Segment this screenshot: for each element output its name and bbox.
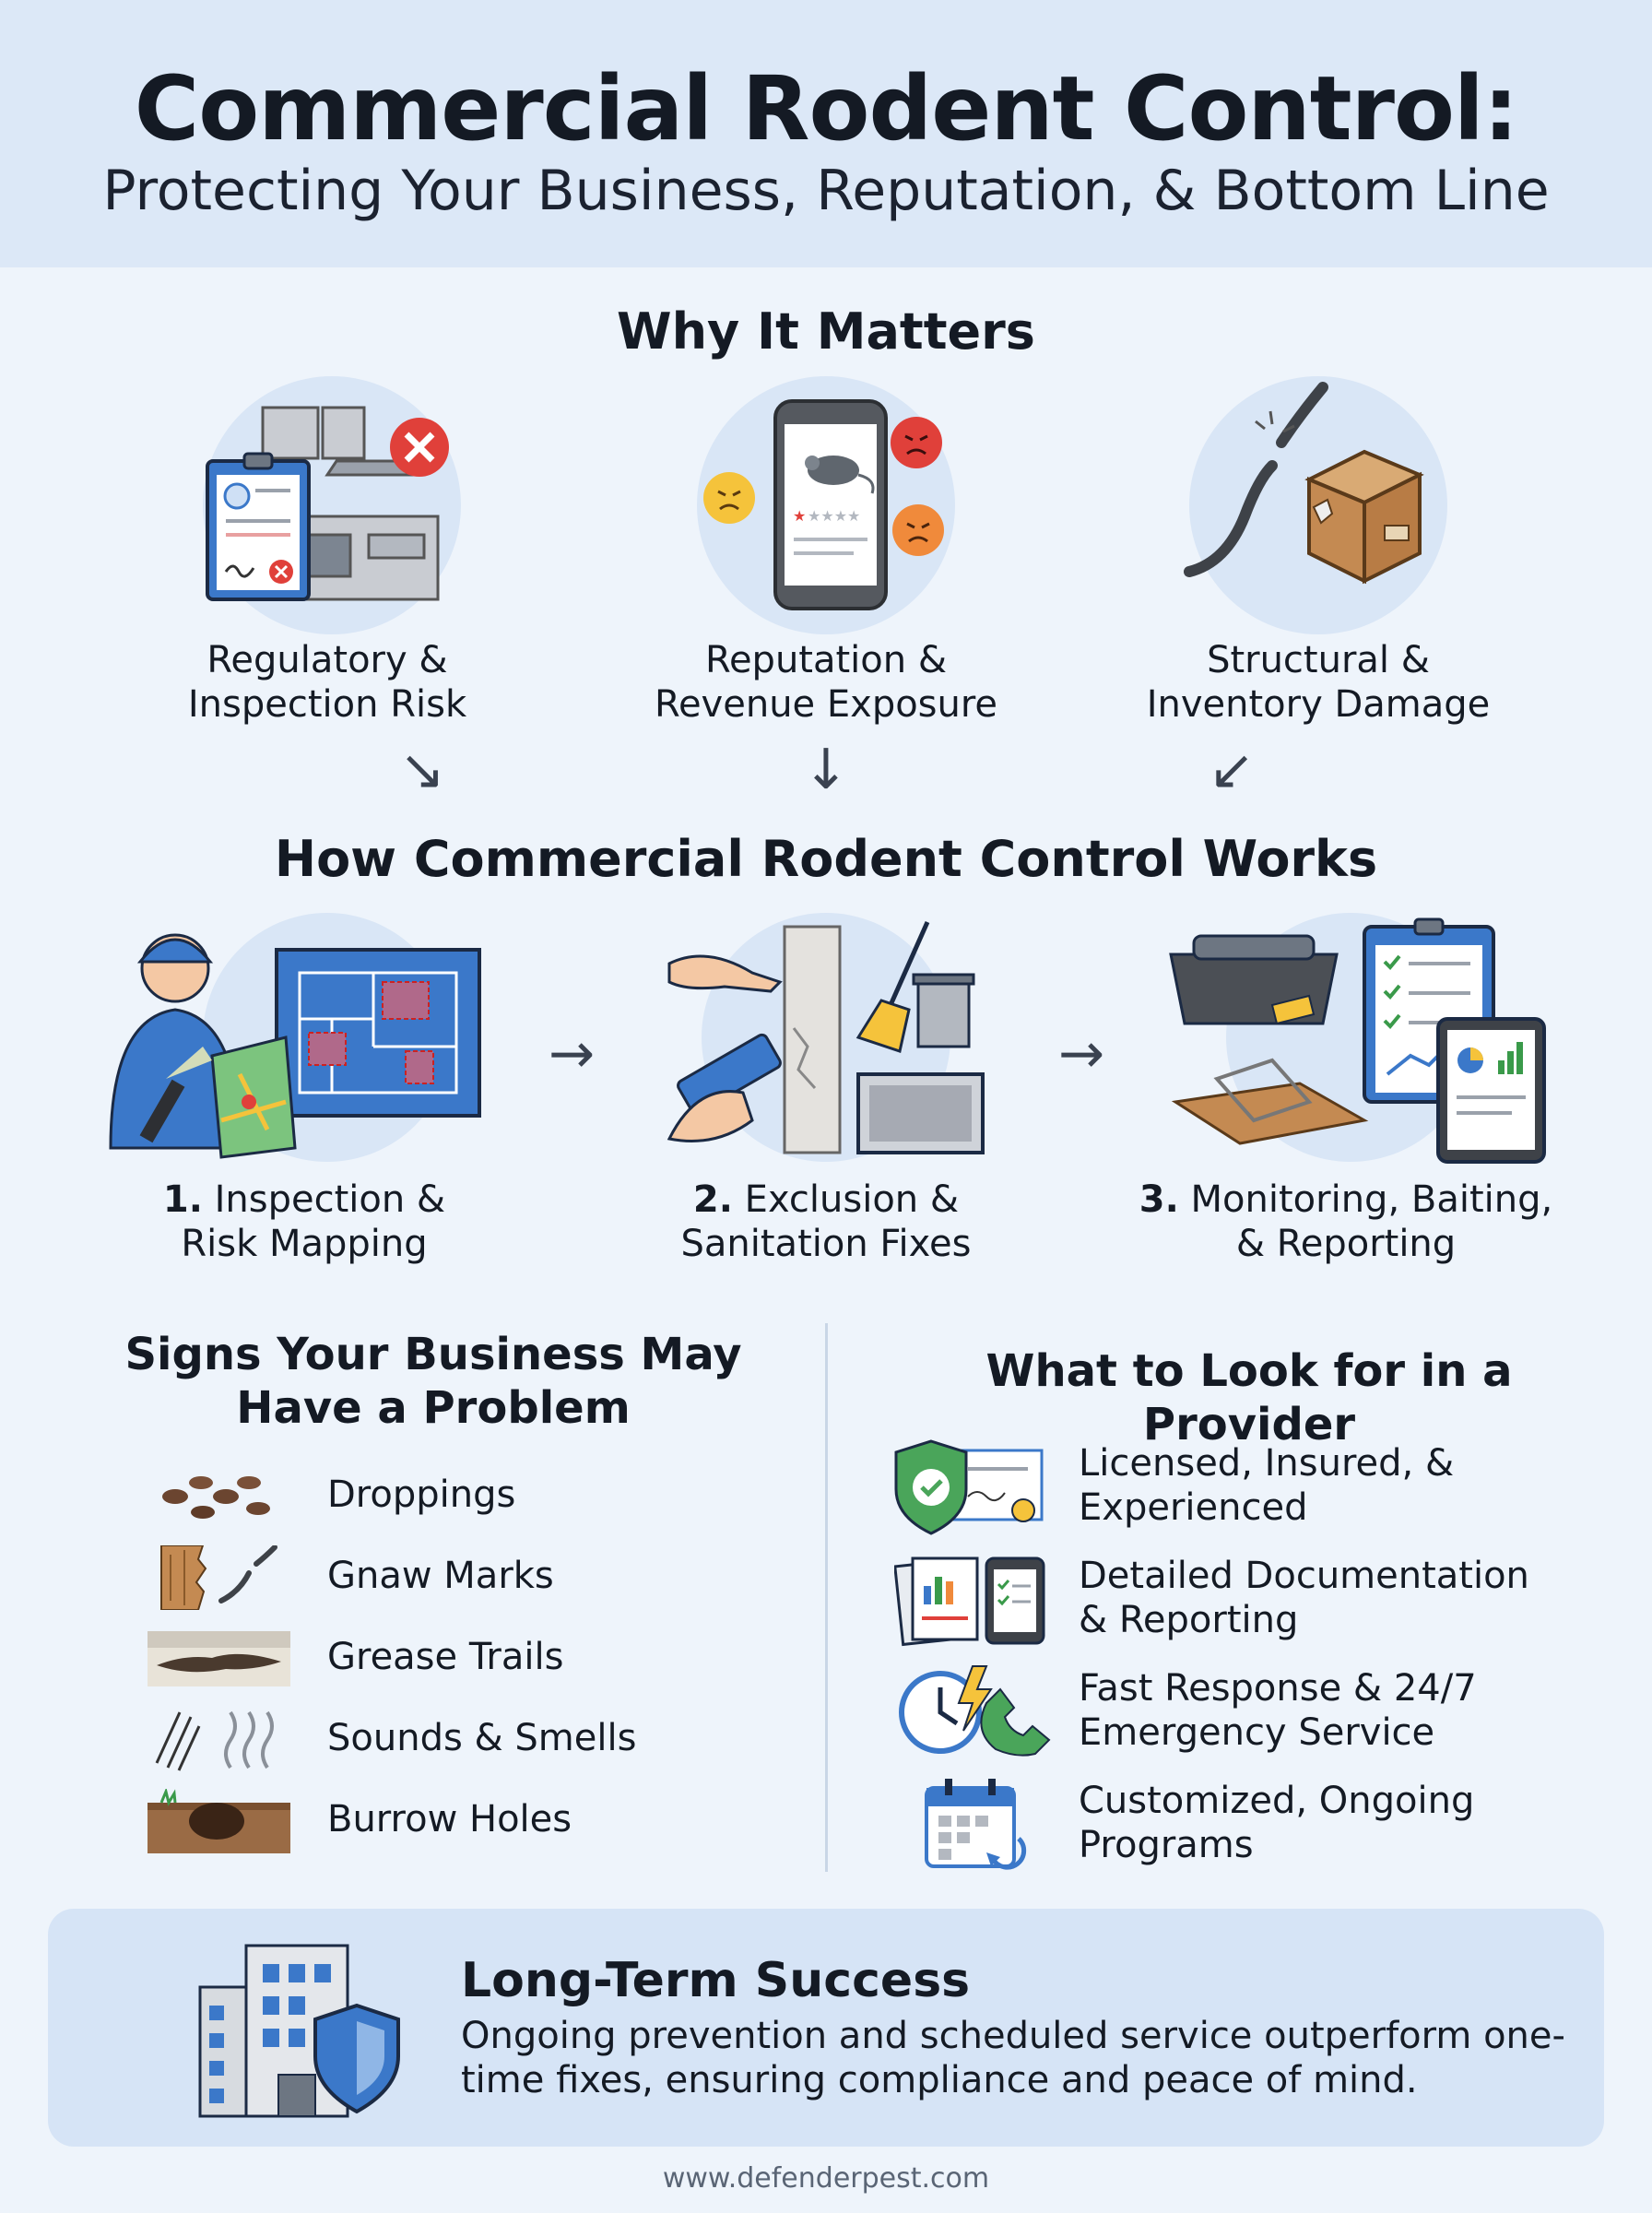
step-text-2: Exclusion & Sanitation Fixes bbox=[680, 1178, 972, 1265]
provider-row-licensed: Licensed, Insured, & Experienced bbox=[894, 1437, 1613, 1538]
bait-station-report-icon bbox=[1169, 917, 1546, 1164]
step-number-2: 2. bbox=[692, 1178, 733, 1221]
why-label-regulatory: Regulatory & Inspection Risk bbox=[187, 639, 467, 726]
sign-row-sounds: Sounds & Smells bbox=[148, 1708, 793, 1772]
arrow-down-left-icon: ↙ bbox=[1208, 738, 1256, 802]
burrow-hole-icon bbox=[148, 1789, 290, 1853]
arrow-down-right-icon: ↘ bbox=[398, 738, 446, 802]
sealing-sanitation-icon bbox=[667, 920, 985, 1154]
why-item-structural: Structural & Inventory Damage bbox=[1079, 369, 1558, 738]
calendar-recurring-icon bbox=[925, 1779, 1027, 1870]
chewed-wire-box-icon bbox=[1184, 382, 1424, 585]
gnaw-marks-icon bbox=[160, 1545, 277, 1610]
step-number-1: 1. bbox=[162, 1178, 203, 1221]
step-label-monitoring: 3. Monitoring, Baiting, & Reporting bbox=[1106, 1178, 1586, 1266]
sign-label-grease: Grease Trails bbox=[327, 1636, 564, 1678]
step-label-inspection: 1. Inspection & Risk Mapping bbox=[65, 1178, 544, 1266]
shield-certificate-icon bbox=[894, 1439, 1044, 1535]
step-label-exclusion: 2. Exclusion & Sanitation Fixes bbox=[586, 1178, 1066, 1266]
step-text-3: Monitoring, Baiting, & Reporting bbox=[1190, 1178, 1553, 1265]
why-item-reputation: ★ ★★★★ Reputation & Revenue Exposure bbox=[586, 369, 1066, 738]
sign-row-grease: Grease Trails bbox=[148, 1627, 793, 1691]
page-subtitle: Protecting Your Business, Reputation, & … bbox=[102, 159, 1550, 223]
building-shield-icon bbox=[198, 1944, 400, 2118]
provider-row-documentation: Detailed Documentation & Reporting bbox=[894, 1549, 1613, 1651]
signs-section-title: Signs Your Business May Have a Problem bbox=[124, 1329, 742, 1434]
footer-url[interactable]: www.defenderpest.com bbox=[662, 2162, 990, 2195]
arrow-right-icon: → bbox=[1057, 1022, 1105, 1086]
clipboard-kitchen-fail-icon bbox=[206, 406, 449, 601]
page-title: Commercial Rodent Control: bbox=[134, 57, 1518, 160]
technician-floorplan-icon bbox=[109, 933, 481, 1159]
sign-label-burrow: Burrow Holes bbox=[327, 1798, 572, 1840]
sign-row-droppings: Droppings bbox=[148, 1464, 793, 1529]
why-label-reputation: Reputation & Revenue Exposure bbox=[654, 639, 998, 726]
success-title: Long-Term Success bbox=[461, 1953, 971, 2008]
provider-label-response: Fast Response & 24/7 Emergency Service bbox=[1079, 1667, 1477, 1754]
clock-phone-icon bbox=[899, 1665, 1051, 1757]
success-body: Ongoing prevention and scheduled service… bbox=[461, 2015, 1565, 2101]
step-text-1: Inspection & Risk Mapping bbox=[181, 1178, 446, 1265]
droppings-icon bbox=[162, 1476, 270, 1519]
step-number-3: 3. bbox=[1139, 1178, 1179, 1221]
svg-text:★★★★: ★★★★ bbox=[808, 507, 860, 525]
step-exclusion: 2. Exclusion & Sanitation Fixes bbox=[586, 908, 1066, 1277]
column-divider bbox=[825, 1323, 828, 1872]
sign-label-droppings: Droppings bbox=[327, 1473, 516, 1516]
sign-row-gnaw: Gnaw Marks bbox=[148, 1545, 793, 1610]
success-banner: Long-Term Success Ongoing prevention and… bbox=[48, 1909, 1604, 2147]
why-section-title: Why It Matters bbox=[617, 302, 1035, 361]
documents-tablet-icon bbox=[894, 1556, 1045, 1647]
phone-bad-review-icon: ★ ★★★★ bbox=[703, 399, 944, 610]
arrow-right-icon: → bbox=[548, 1022, 596, 1086]
arrow-down-icon: ↓ bbox=[802, 738, 850, 802]
sounds-smells-icon bbox=[155, 1710, 274, 1771]
provider-row-response: Fast Response & 24/7 Emergency Service bbox=[894, 1662, 1613, 1763]
provider-row-programs: Customized, Ongoing Programs bbox=[894, 1774, 1613, 1876]
grease-trail-icon bbox=[148, 1631, 290, 1686]
sign-label-sounds: Sounds & Smells bbox=[327, 1717, 637, 1759]
why-label-structural: Structural & Inventory Damage bbox=[1146, 639, 1491, 726]
sign-label-gnaw: Gnaw Marks bbox=[327, 1555, 554, 1597]
provider-section-title: What to Look for in a Provider bbox=[985, 1345, 1513, 1450]
step-inspection: 1. Inspection & Risk Mapping bbox=[65, 908, 544, 1277]
svg-text:★: ★ bbox=[793, 507, 806, 525]
step-monitoring: 3. Monitoring, Baiting, & Reporting bbox=[1106, 908, 1586, 1277]
why-item-regulatory: Regulatory & Inspection Risk bbox=[88, 369, 567, 738]
provider-label-licensed: Licensed, Insured, & Experienced bbox=[1079, 1442, 1455, 1529]
how-section-title: How Commercial Rodent Control Works bbox=[274, 830, 1378, 888]
header-banner: Commercial Rodent Control: Protecting Yo… bbox=[0, 0, 1652, 267]
provider-label-documentation: Detailed Documentation & Reporting bbox=[1079, 1555, 1529, 1641]
sign-row-burrow: Burrow Holes bbox=[148, 1789, 793, 1853]
provider-label-programs: Customized, Ongoing Programs bbox=[1079, 1780, 1475, 1866]
